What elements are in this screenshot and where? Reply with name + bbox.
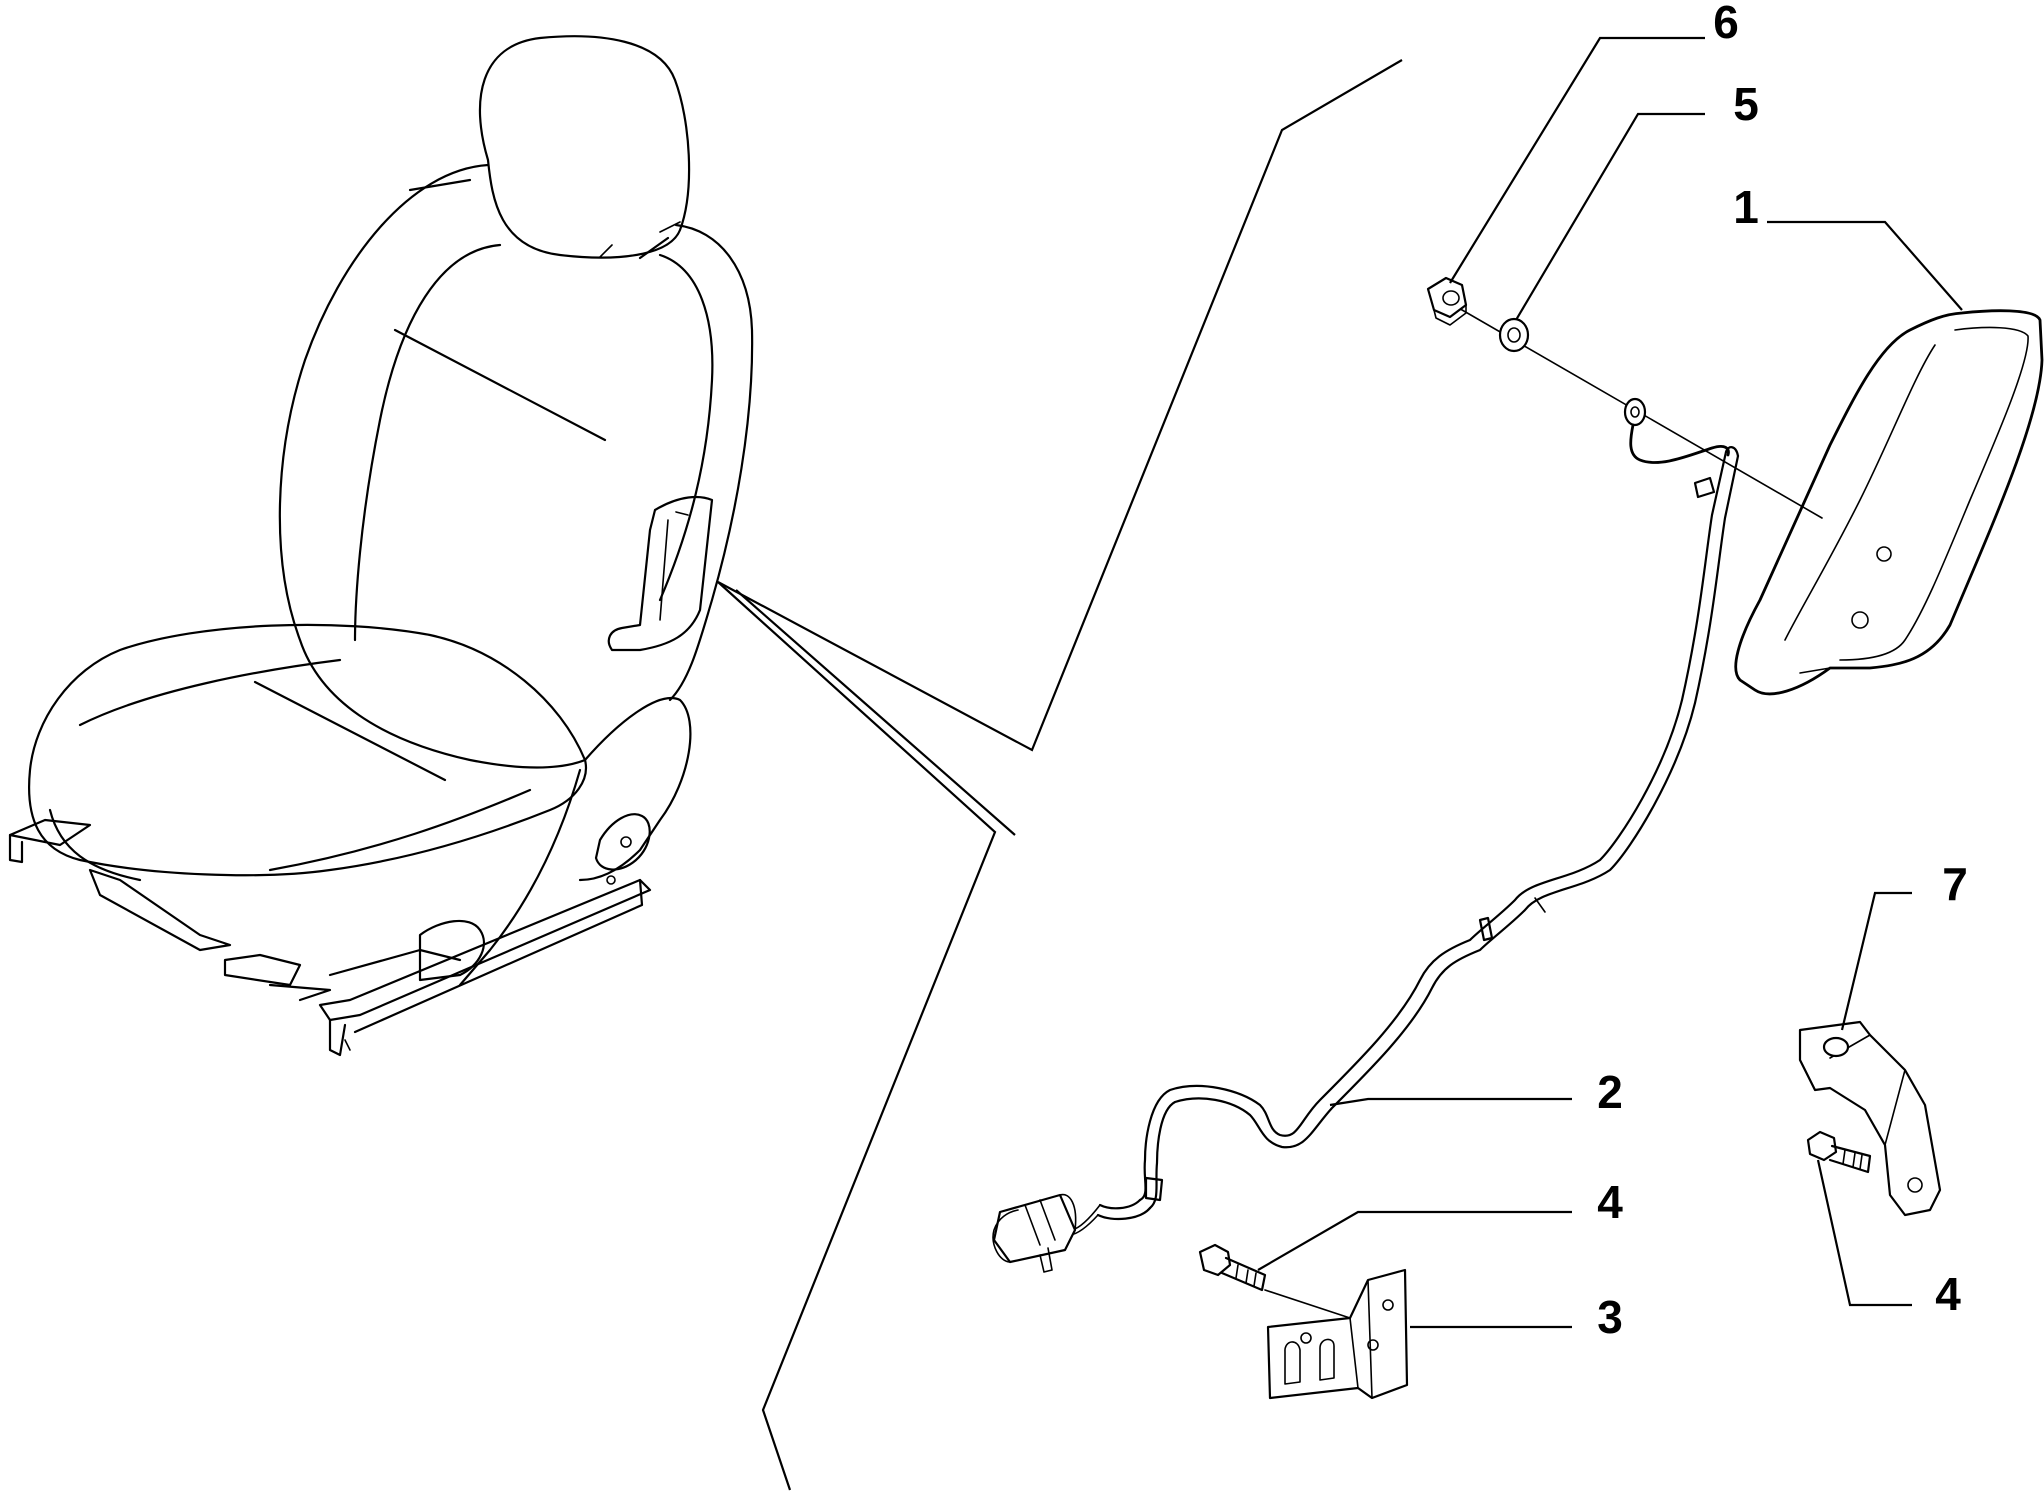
callout-4-left: 4: [1597, 1176, 1623, 1228]
section-line-lower: [717, 581, 997, 1491]
headrest: [478, 35, 691, 260]
seat-rails: [8, 818, 652, 1057]
callout-6: 6: [1713, 0, 1739, 48]
leader-lines: [1257, 36, 1963, 1329]
leader-6: [1449, 36, 1705, 284]
bolt-part-4-left: [1198, 1243, 1351, 1319]
callout-4-right: 4: [1935, 1268, 1961, 1320]
bracket-part-7: [1798, 1020, 1942, 1217]
seat-illustration: [8, 35, 754, 1057]
seat-frame: [328, 697, 692, 987]
backrest: [278, 163, 754, 769]
section-line-short: [735, 589, 1016, 836]
section-line-upper: [717, 59, 1403, 752]
leader-5: [1515, 112, 1705, 321]
callout-5: 5: [1733, 78, 1759, 130]
callout-7: 7: [1942, 858, 1968, 910]
nut-part-6: [1426, 276, 1468, 326]
leader-4-right: [1816, 1159, 1912, 1307]
explosion-lines: [717, 59, 1403, 1491]
side-airbag-part-1: [1734, 309, 2044, 696]
bracket-part-3: [1266, 1268, 1409, 1400]
callout-1: 1: [1733, 181, 1759, 233]
callout-3: 3: [1597, 1291, 1623, 1343]
leader-2: [1329, 1097, 1572, 1107]
leader-4-left: [1257, 1210, 1572, 1271]
leader-7: [1840, 891, 1912, 1031]
bolt-part-4-right: [1806, 1130, 1872, 1174]
wiring-harness-part-2: [992, 397, 1740, 1273]
callout-numbers: 6 5 1 7 2 4 3 4: [1597, 0, 1968, 1343]
washer-part-5: [1498, 317, 1530, 353]
callout-2: 2: [1597, 1066, 1623, 1118]
harness-connector: [992, 1193, 1077, 1273]
cushion: [28, 623, 588, 882]
leader-1: [1767, 220, 1963, 311]
